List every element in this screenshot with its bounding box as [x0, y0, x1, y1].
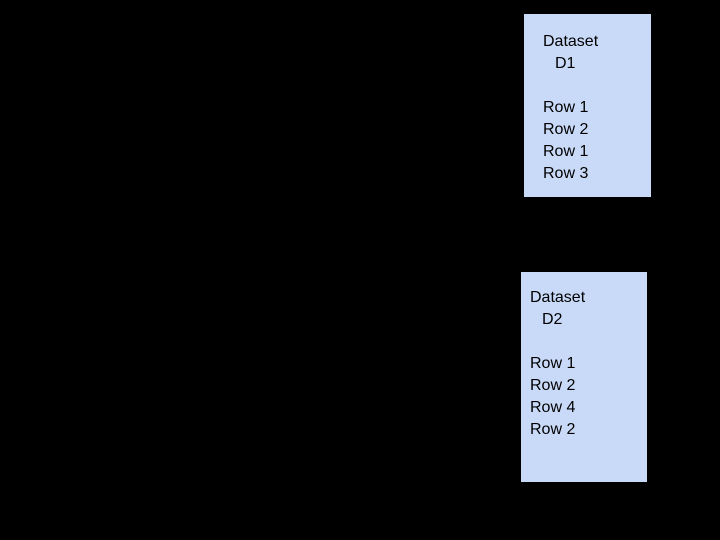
dataset-box-d2: Dataset D2 Row 1 Row 2 Row 4 Row 2	[520, 271, 648, 483]
spacer	[543, 75, 645, 97]
dataset-title: Dataset	[543, 33, 599, 50]
dataset-row: Row 2	[530, 377, 576, 394]
dataset-row: Row 3	[543, 165, 589, 182]
dataset-row: Row 1	[543, 143, 589, 160]
dataset-row: Row 1	[543, 99, 589, 116]
dataset-row: Row 2	[530, 421, 576, 438]
dataset-id: D2	[542, 311, 563, 328]
dataset-title: Dataset	[530, 289, 586, 306]
dataset-row: Row 2	[543, 121, 589, 138]
dataset-row: Row 4	[530, 399, 576, 416]
dataset-box-d1: Dataset D1 Row 1 Row 2 Row 1 Row 3	[523, 13, 652, 198]
dataset-id: D1	[555, 55, 576, 72]
dataset-row: Row 1	[530, 355, 576, 372]
spacer	[530, 331, 641, 353]
